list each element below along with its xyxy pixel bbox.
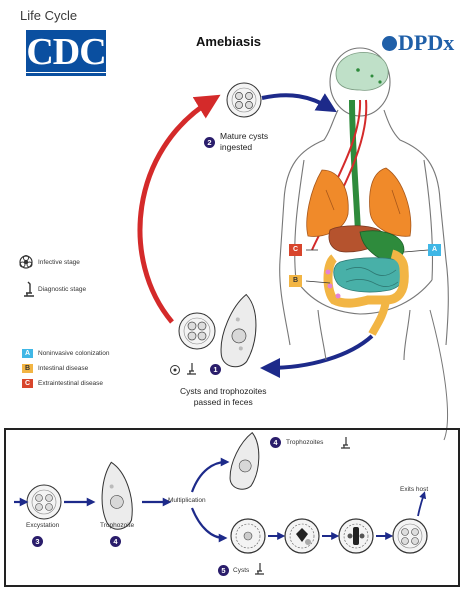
cyst-stage-2 [285, 519, 319, 553]
step-4b-number: 4 [270, 437, 281, 448]
step-4-number: 4 [110, 536, 121, 547]
microscope-trophozoites-icon [341, 437, 350, 448]
trophozoite-upper [227, 430, 264, 492]
step-5-number: 5 [218, 565, 229, 576]
cyst-stage-4 [393, 519, 427, 553]
excystation-cyst [27, 485, 61, 519]
excystation-label: Excystation [26, 522, 59, 530]
multiplication-label: Multiplication [168, 497, 206, 505]
trophozoite-label: Trophozoite [100, 522, 134, 530]
cyst-stage-3 [339, 519, 373, 553]
exits-host-label: Exits host [400, 486, 428, 494]
trophozoite-single [97, 460, 136, 531]
step-3-number: 3 [32, 536, 43, 547]
microscope-cysts-icon [255, 563, 264, 574]
cysts-label: Cysts [233, 567, 249, 575]
trophozoites-label: Trophozoites [286, 439, 323, 447]
cyst-stage-1 [231, 519, 265, 553]
